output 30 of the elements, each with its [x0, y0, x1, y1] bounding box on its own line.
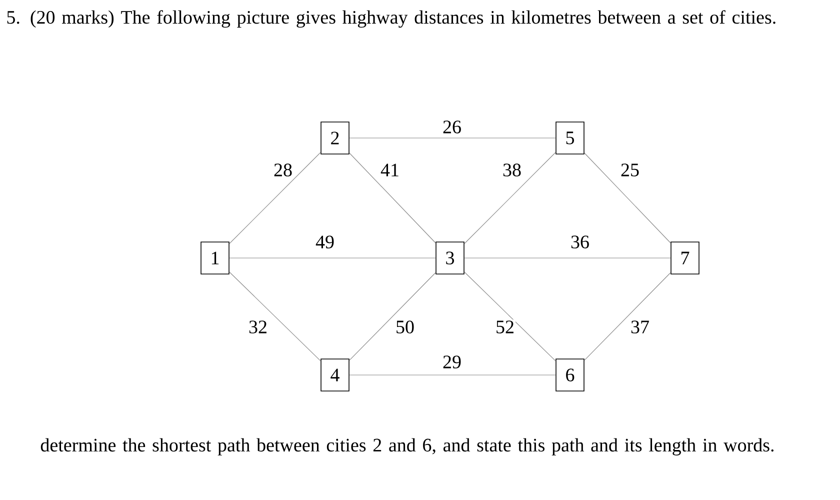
road-line [584, 272, 671, 361]
road-line [349, 374, 556, 376]
road-line [584, 152, 671, 244]
road-line [349, 152, 436, 244]
city-box: 6 [556, 358, 584, 392]
instruction-text: determine the shortest path between cities 2 and 6, and state this path and its length in words. [40, 438, 774, 456]
distance-label: 28 [274, 164, 292, 176]
distance-label: 36 [571, 236, 589, 248]
distance-label: 26 [443, 120, 461, 134]
city-box: 5 [556, 122, 584, 154]
distance-label: 29 [443, 356, 461, 368]
city-box: 3 [436, 242, 464, 274]
distance-label: 52 [496, 320, 514, 334]
question-text: 5. (20 marks) The following picture gives highway distances in kilometres between a set of cities. [7, 10, 776, 28]
distance-label: 41 [380, 164, 398, 176]
road-line [464, 152, 556, 244]
distance-label: 38 [503, 164, 521, 176]
road-line [229, 272, 321, 362]
city-box: 1 [200, 242, 230, 274]
distance-label: 32 [249, 320, 266, 334]
road-line [229, 152, 321, 244]
distance-label: 25 [621, 164, 639, 176]
road-line [464, 272, 556, 362]
distance-label: 50 [396, 320, 414, 334]
city-box: 4 [320, 358, 350, 392]
city-box: 2 [320, 122, 350, 154]
distance-label: 49 [316, 236, 334, 248]
distance-label: 37 [631, 320, 649, 334]
road-line [349, 272, 436, 361]
city-box: 7 [670, 242, 700, 274]
